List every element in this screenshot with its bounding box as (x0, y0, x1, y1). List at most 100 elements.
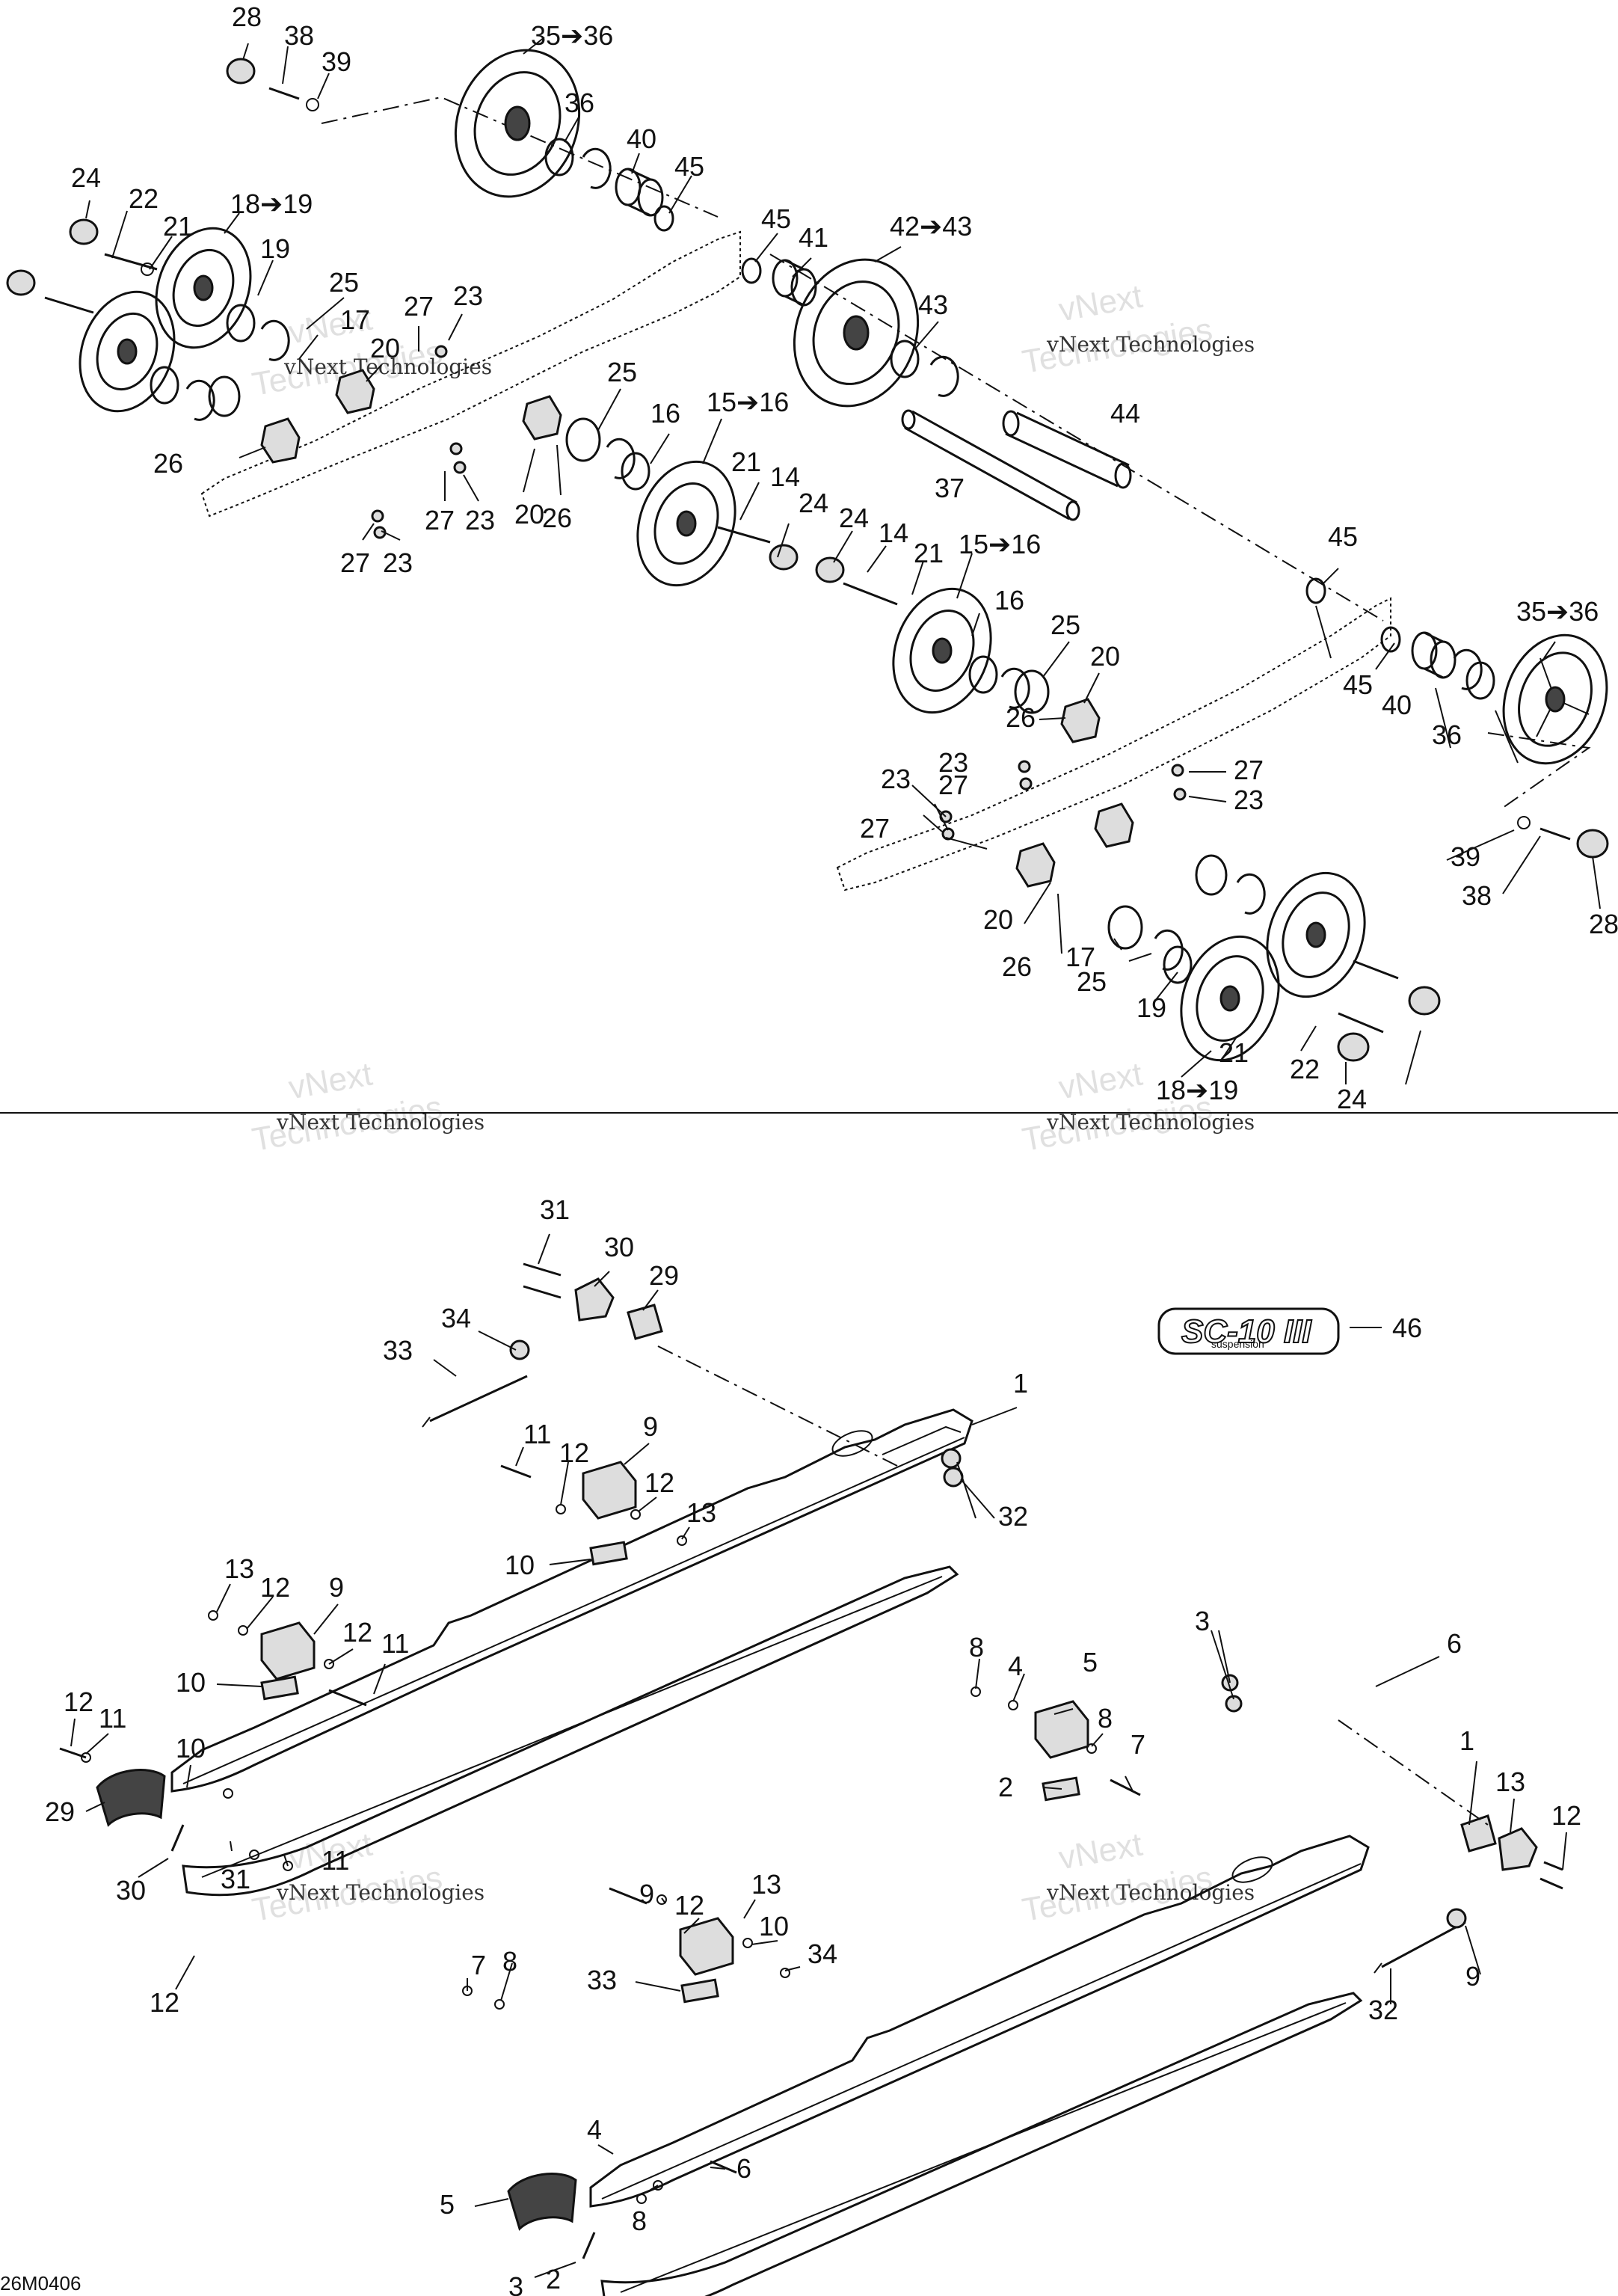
callout: 27 (404, 291, 434, 322)
callout: 38 (1462, 880, 1492, 911)
shaft-axis-line (769, 254, 1384, 621)
long-bolt-33-top (429, 1375, 528, 1422)
callout: 13 (1495, 1766, 1525, 1797)
callout: 15➔16 (959, 529, 1041, 559)
callout: 10 (759, 1911, 789, 1942)
callout: 10 (176, 1667, 206, 1698)
callout: 17 (340, 304, 370, 335)
callout: 34 (808, 1939, 837, 1969)
shaft-44 (1002, 410, 1132, 489)
callout: 29 (45, 1796, 75, 1827)
callout: 24 (799, 488, 828, 518)
watermarks: vNext Technologies vNext Technologies vN… (250, 278, 1255, 1929)
rail-assembly: SC-10 III suspension (59, 1233, 1567, 2296)
callout: 22 (1290, 1054, 1320, 1084)
callout: 25 (1077, 966, 1107, 997)
callout: 41 (799, 222, 828, 253)
callout: 12 (342, 1617, 372, 1648)
bumper-pads (96, 1769, 577, 2231)
callout: 31 (540, 1194, 570, 1225)
wear-blocks (260, 1461, 1089, 2004)
screws-bottom (59, 1262, 1563, 2259)
wheel-pair-left (79, 227, 252, 413)
axle-axis-line-right (1487, 732, 1591, 808)
large-wheel-mid (793, 258, 920, 408)
slide-2-lower (600, 1992, 1363, 2296)
leaders-bottom (70, 1233, 1567, 2278)
callout: 20 (370, 333, 400, 363)
callout-labels-top: 28 38 39 35➔36 36 40 45 45 41 42➔43 43 2… (71, 1, 1618, 1114)
callout: 36 (565, 88, 594, 118)
callout: 40 (1382, 690, 1412, 720)
callout: 33 (383, 1335, 413, 1366)
callout: 11 (322, 1845, 349, 1876)
nuts-bottom (81, 1339, 1467, 2204)
callout: 6 (1447, 1628, 1462, 1659)
callout: 26 (542, 503, 572, 533)
watermark: vNext Technologies vNext Technologies (1020, 1826, 1255, 1929)
callout: 20 (1090, 641, 1120, 672)
badge-text: SC-10 III (1181, 1313, 1311, 1350)
callout: 13 (686, 1497, 716, 1528)
svg-text:vNext Technologies: vNext Technologies (1046, 1110, 1255, 1135)
callout: 25 (1051, 610, 1080, 640)
callout: 37 (935, 473, 965, 503)
callout: 45 (761, 203, 791, 234)
svg-text:vNext: vNext (1056, 278, 1145, 329)
callout: 14 (770, 461, 800, 492)
svg-text:vNext Technologies: vNext Technologies (276, 1880, 485, 1905)
callout: 45 (674, 151, 704, 182)
callout-labels-bottom: 31 30 29 34 33 46 1 11 12 9 12 13 10 32 … (45, 1194, 1581, 2296)
badge-subtext: suspension (1211, 1338, 1264, 1350)
callout: 18➔19 (230, 188, 313, 219)
callout: 28 (232, 1, 262, 32)
callout: 21 (1219, 1037, 1249, 1068)
suspension-badge: SC-10 III suspension (1157, 1307, 1382, 1355)
callout: 16 (994, 585, 1024, 616)
callout: 29 (649, 1260, 679, 1291)
callout: 12 (559, 1437, 589, 1468)
callout: 23 (453, 280, 483, 311)
rear-frame-left (200, 230, 741, 518)
callout: 6 (736, 2153, 751, 2184)
callout: 27 (340, 547, 370, 578)
callout: 15➔16 (707, 387, 789, 417)
callout: 32 (1368, 1995, 1398, 2025)
callout: 35➔36 (1516, 596, 1599, 627)
large-spoked-wheel-right (1502, 633, 1608, 765)
large-wheel-top (454, 49, 581, 198)
callout: 20 (983, 904, 1013, 935)
wheel-15-right (892, 587, 992, 714)
callout: 24 (1337, 1084, 1367, 1114)
long-bolt-33-bottom (1381, 1921, 1466, 1968)
callout: 4 (587, 2114, 602, 2145)
callout: 42➔43 (890, 211, 972, 242)
callout: 35➔36 (531, 20, 613, 51)
callout: 9 (329, 1572, 344, 1603)
callout: 32 (998, 1501, 1028, 1532)
bolts-top (44, 87, 1571, 1034)
callout: 21 (163, 211, 193, 242)
callout: 18➔19 (1156, 1075, 1238, 1105)
figure-reference: 26M0406 (0, 2272, 81, 2295)
svg-text:vNext: vNext (1056, 1826, 1145, 1877)
callout: 12 (645, 1467, 674, 1498)
callout: 45 (1328, 521, 1358, 552)
callout: 27 (1234, 755, 1264, 785)
shaft-37 (901, 409, 1080, 521)
axle-caps (6, 58, 1609, 1062)
rear-frame-right (836, 597, 1391, 891)
svg-text:vNext: vNext (286, 1056, 375, 1107)
callout: 11 (381, 1628, 409, 1659)
callout: 28 (1589, 909, 1618, 939)
callout: 27 (860, 813, 890, 844)
callout: 24 (71, 162, 101, 193)
callout: 25 (607, 357, 637, 387)
callout: 9 (1465, 1961, 1480, 1992)
wheel-pair-right (1180, 871, 1366, 1062)
callout: 5 (440, 2189, 455, 2220)
callout: 46 (1392, 1313, 1422, 1343)
callout: 1 (1459, 1725, 1474, 1756)
callout: 8 (969, 1632, 984, 1663)
